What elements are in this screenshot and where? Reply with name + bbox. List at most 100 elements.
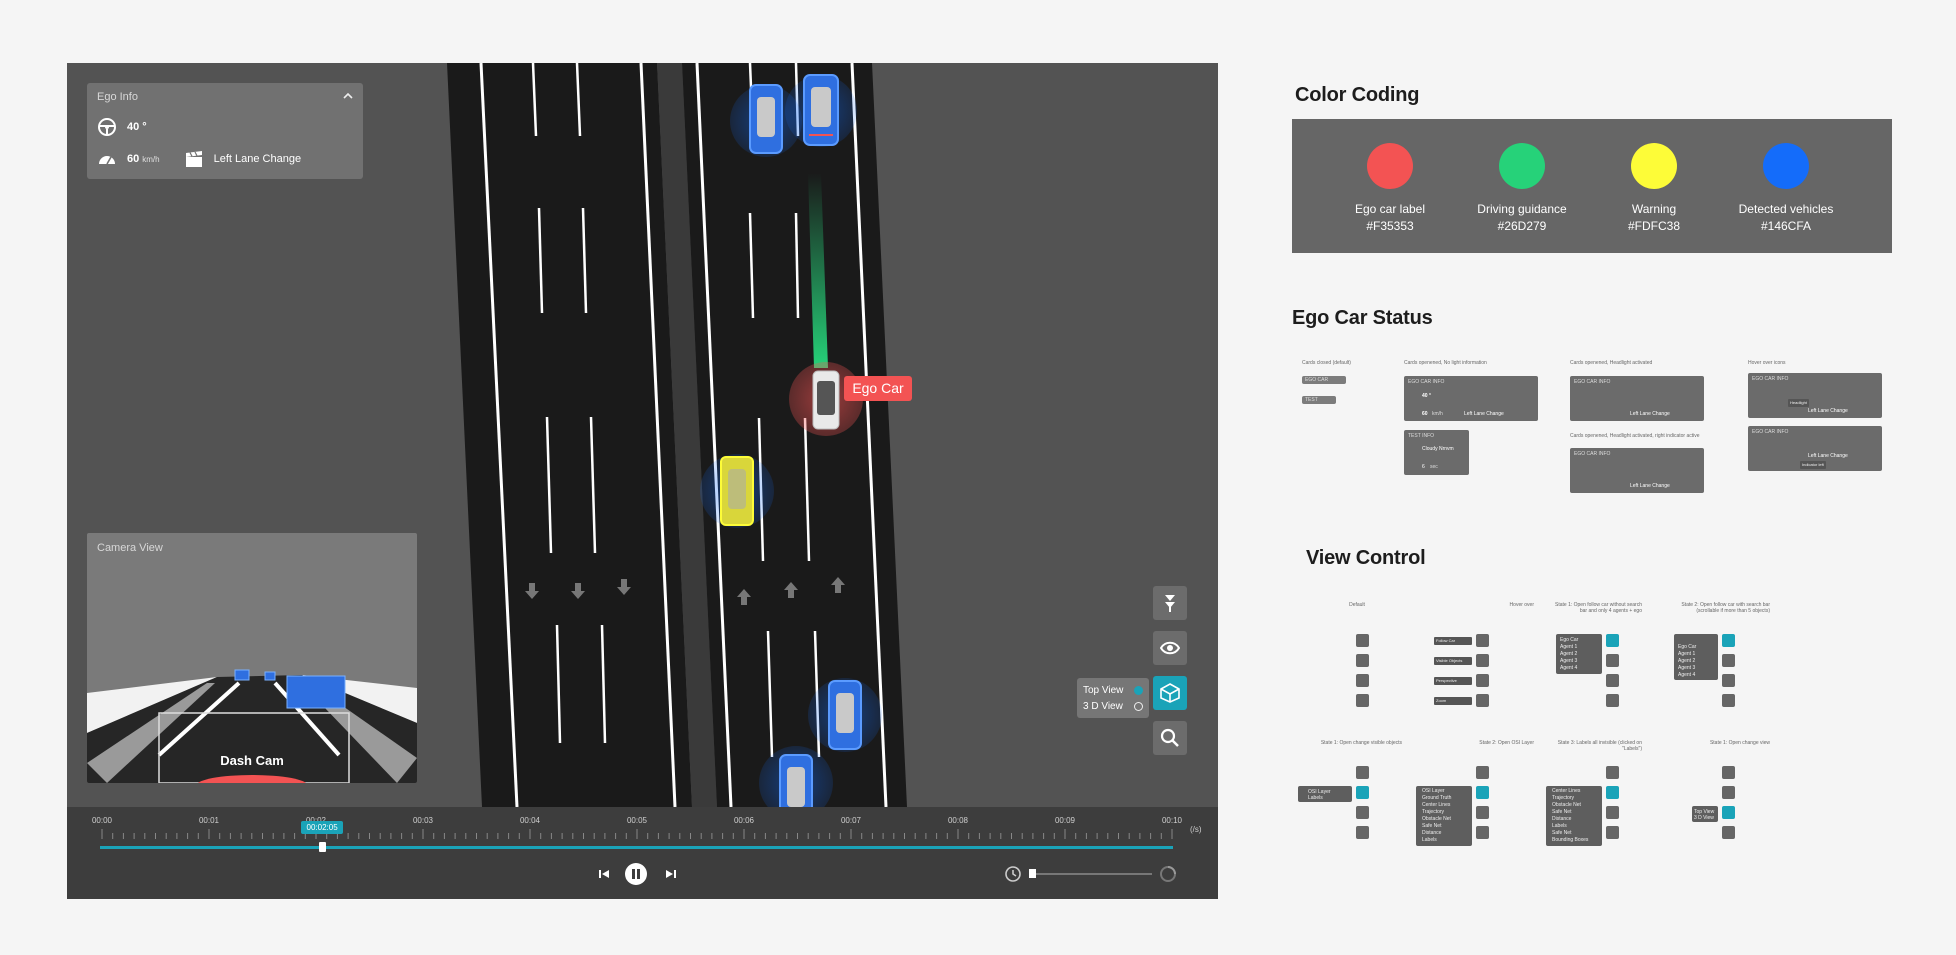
color-hex: #146CFA: [1760, 219, 1812, 233]
detected-vehicle[interactable]: [808, 678, 882, 752]
follow-car-button[interactable]: [1153, 586, 1187, 620]
3d-view-radio[interactable]: [1134, 701, 1143, 711]
detected-vehicle[interactable]: [785, 74, 857, 147]
color-name: Driving guidance: [1477, 202, 1567, 216]
mini-card-title: EGO CAR INFO: [1574, 451, 1611, 457]
labels-layer-item: Distance: [1552, 816, 1572, 822]
mini-view-control-button: [1722, 634, 1735, 647]
mini-view-control-button: [1722, 826, 1735, 839]
edge-line: [695, 63, 733, 807]
osi-layer-item: Trajectory: [1422, 809, 1445, 815]
top-view-road-scene[interactable]: Ego Car: [67, 63, 1218, 807]
speed-slider-track[interactable]: [1032, 873, 1152, 875]
mini-view-control-button: [1606, 806, 1619, 819]
status-caption: Cards closed (default): [1302, 360, 1351, 366]
3d-view-option[interactable]: 3 D View: [1083, 698, 1143, 714]
mini-view-control-button: [1722, 766, 1735, 779]
speed-slider-handle[interactable]: [1029, 869, 1036, 878]
mini-test-info-card: TEST INFO Cloudy Nrnvm 6 sec: [1404, 430, 1469, 475]
speedometer-icon: [99, 156, 115, 165]
mini-view-control-button: [1606, 766, 1619, 779]
osi-layer-item: Labels: [1422, 837, 1437, 843]
agent-item: Agent 2: [1678, 658, 1696, 664]
agent-item: Agent 2: [1560, 651, 1578, 657]
step-back-icon[interactable]: [597, 867, 611, 881]
color-swatch: Driving guidance#26D279: [1462, 143, 1582, 235]
view-control-caption: State 1: Open change visible objects: [1320, 740, 1402, 746]
color-swatch: Ego car label#F35353: [1330, 143, 1450, 235]
labels-layer-item: Obstacle Net: [1552, 802, 1581, 808]
camera-view-card[interactable]: Camera View Dash Cam: [87, 533, 417, 783]
agent-item: Agent 4: [1560, 665, 1578, 671]
speed-value: 60: [127, 153, 140, 165]
view-control-caption: Default: [1349, 602, 1365, 608]
chevron-up-icon[interactable]: [341, 89, 355, 103]
scenario-viewer: Ego Car Ego Info 40 ° 60 km/h Left Lane …: [67, 63, 1218, 899]
mini-steering: 40 °: [1422, 393, 1431, 399]
mini-timer: 6: [1422, 464, 1425, 470]
visible-objects-button[interactable]: [1153, 631, 1187, 665]
timeline-tick-label: 00:08: [947, 816, 969, 825]
zoom-button[interactable]: [1153, 721, 1187, 755]
view-control-caption: State 3: Labels all invisible (clicked o…: [1557, 740, 1642, 752]
hover-tag: Visible Objects: [1434, 657, 1472, 665]
mini-view-control-button: [1356, 634, 1369, 647]
color-dot: [1499, 143, 1545, 189]
labels-layer-item: Safe Net: [1552, 830, 1572, 836]
agent-item: Agent 1: [1560, 644, 1578, 650]
step-forward-icon[interactable]: [664, 867, 678, 881]
mini-view-control-button: [1356, 826, 1369, 839]
mini-view-control-button: [1476, 634, 1489, 647]
mini-card-title: EGO CAR INFO: [1752, 429, 1789, 435]
ego-info-card: Ego Info 40 ° 60 km/h Left Lane Change: [87, 83, 363, 179]
mini-speed: 60: [1422, 411, 1428, 417]
osi-layer-item: Center Lines: [1422, 802, 1451, 808]
top-view-radio[interactable]: [1134, 685, 1143, 695]
dash-cam-feed: [87, 669, 417, 783]
labels-layer-item: Labels: [1552, 823, 1567, 829]
view-control-caption: State 1: Open follow car without search …: [1555, 602, 1642, 614]
mini-test-pill: TEST: [1302, 396, 1336, 404]
clock-icon[interactable]: [1004, 865, 1022, 883]
osi-layer-item: Obstacle Net: [1422, 816, 1451, 822]
mini-maneuver: Left Lane Change: [1808, 453, 1848, 459]
timeline-tick-label: 00:02: [306, 816, 326, 825]
detected-vehicle[interactable]: [730, 84, 802, 157]
status-caption: Cards openened, Headlight activated: [1570, 360, 1653, 366]
timeline-scrubber-handle[interactable]: [319, 842, 327, 852]
color-name: Detected vehicles: [1738, 202, 1834, 216]
mini-view-control-button: [1476, 654, 1489, 667]
maneuver-value: Left Lane Change: [213, 153, 302, 165]
status-caption: Cards openened, Headlight activated, rig…: [1570, 433, 1700, 439]
hover-tag: Follow Car: [1434, 637, 1472, 645]
perspective-button[interactable]: [1153, 676, 1187, 710]
color-hex: #F35353: [1366, 219, 1414, 233]
timeline-tick-label: 00:06: [733, 816, 755, 825]
detected-vehicle[interactable]: [759, 746, 833, 807]
mini-weather: Cloudy Nrnvm: [1422, 446, 1454, 452]
mini-view-control-button: [1356, 806, 1369, 819]
color-name: Warning: [1631, 202, 1677, 216]
steering-row: 40 °: [97, 115, 147, 139]
color-dot: [1367, 143, 1413, 189]
mini-view-control-button: [1356, 786, 1369, 799]
camera-view-title: Camera View: [97, 542, 163, 554]
timeline-scrubber-track[interactable]: [100, 846, 1173, 849]
indicator-tooltip: Indicator left: [1800, 461, 1826, 469]
mini-view-control-button: [1606, 674, 1619, 687]
mini-view-control-button: [1722, 786, 1735, 799]
driving-guidance-path: [808, 173, 828, 368]
mini-ego-info-card-indicator: EGO CAR INFO Left Lane Change: [1570, 448, 1704, 493]
timeline-tick-label: 00:03: [412, 816, 434, 825]
eye-icon: [1160, 641, 1180, 655]
status-caption: Cards openened, No light information: [1404, 360, 1487, 366]
pause-icon[interactable]: [624, 862, 648, 886]
view-option-item: 3 D View: [1694, 815, 1714, 821]
mini-view-control-button: [1722, 694, 1735, 707]
warning-vehicle[interactable]: [700, 454, 774, 528]
view-control-caption: State 2: Open OSI Layer: [1479, 740, 1534, 746]
top-view-option[interactable]: Top View: [1083, 682, 1143, 698]
color-dot: [1631, 143, 1677, 189]
agent-item: Agent 3: [1678, 665, 1696, 671]
agent-item: Agent 1: [1678, 651, 1696, 657]
